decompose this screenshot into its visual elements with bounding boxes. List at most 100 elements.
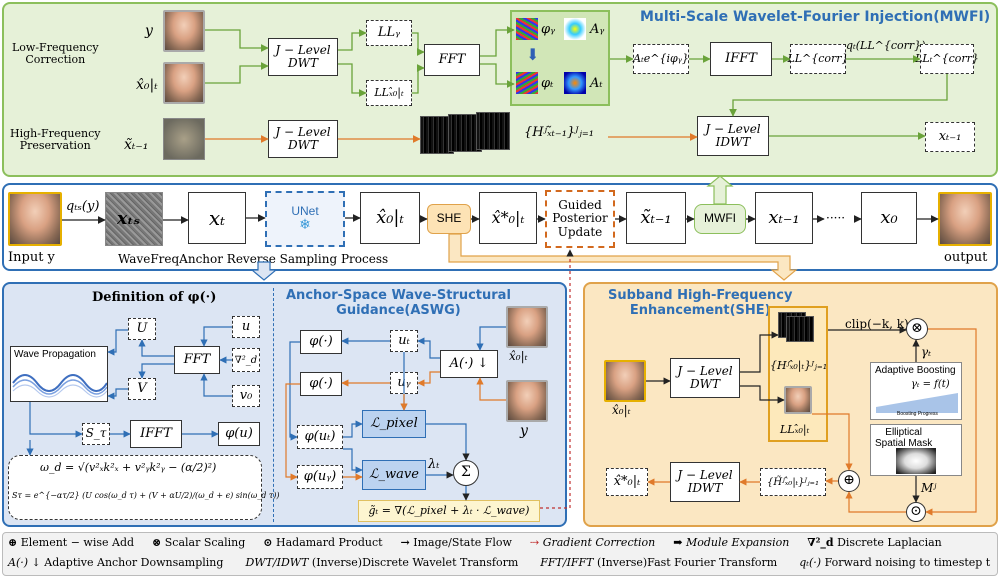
l-wave-box: ℒ_wave (362, 460, 426, 490)
input-label: Input y (8, 250, 55, 265)
boost-axis: Boosting Progress (897, 411, 938, 417)
x-ts-label: xₜₛ (117, 209, 141, 229)
xt1-tilde-box: x̃ₜ₋₁ (626, 192, 686, 244)
aswg-phi-bottom: φ(·) (300, 372, 342, 396)
down-arrow-icon: ⬇ (526, 45, 540, 64)
dwt-box-top: J − Level DWT (268, 38, 338, 76)
process-label: WaveFreqAnchor Reverse Sampling Process (118, 252, 389, 266)
aswg-y-label: y (520, 423, 528, 439)
laplacian-box: ∇²_d (232, 348, 260, 372)
she-subband-2 (786, 316, 814, 342)
anchor-downsample-box: A(·) ↓ (440, 350, 498, 378)
amp-y-image (564, 18, 586, 40)
eq-s-tau: Sτ = e^{−ατ/2} (U cos(ω_d τ) + (V + αU/2… (12, 491, 280, 500)
mwfi-xt1-label: x̃ₜ₋₁ (124, 137, 149, 153)
adaptive-boosting-box: Adaptive Boosting γₜ = f(t) Boosting Pro… (870, 362, 962, 420)
v0-box: v₀ (232, 385, 260, 407)
l-pixel-box: ℒ_pixel (362, 410, 426, 438)
m-j-label: Mʲ (921, 481, 937, 495)
aswg-y-image (506, 380, 548, 422)
ellipsis: ····· (826, 211, 846, 225)
equation-box (8, 455, 262, 520)
mwfi-y-label: y (145, 23, 153, 39)
phi-y-label: φᵧ (541, 22, 555, 37)
input-image (8, 192, 62, 246)
eq-omega: ω_d = √(v²ₓk²ₓ + v²ᵧk²ᵧ − (α/2)²) (40, 461, 217, 474)
legend-panel (2, 532, 998, 576)
legend-item: ∇²_d Discrete Laplacian (807, 536, 942, 549)
legend-item: ⇢ Gradient Correction (529, 536, 656, 549)
aswg-x0t-image (506, 306, 548, 348)
mask-title: Elliptical Spatial Mask (875, 427, 933, 449)
wave-propagation-block: Wave Propagation (10, 346, 108, 402)
high-freq-label: High-Frequency Preservation (10, 127, 101, 153)
she-node: SHE (427, 204, 471, 234)
she-dwt-box: J − Level DWT (670, 358, 740, 398)
phi-u-box: φ(u) (218, 422, 260, 446)
h-set-label: {Hʲₓ̃ₜ₋₁}ᴶⱼ₌₁ (524, 125, 594, 140)
aswg-phi-top: φ(·) (300, 330, 342, 354)
legend-item: ⊕ Element − wise Add (8, 536, 135, 549)
low-freq-label: Low-Frequency Correction (12, 41, 99, 67)
xt1-box: xₜ₋₁ (755, 192, 813, 244)
legend-item: ⊙ Hadamard Product (263, 536, 383, 549)
ll-corr-box: LL^{corr} (787, 44, 849, 74)
unet-block: UNet ❄ (265, 191, 345, 247)
output-image (938, 192, 992, 246)
mwfi-x0t-label: x̂₀|ₜ (136, 77, 158, 93)
lambda-label: λₜ (428, 457, 440, 472)
mwfi-title: Multi-Scale Wavelet-Fourier Injection(MW… (640, 9, 991, 25)
gamma-label: γₜ (921, 345, 932, 359)
ll-y-box: LLᵧ (366, 20, 412, 46)
phase-y-image (516, 18, 538, 40)
dwt-box-high: J − Level DWT (268, 120, 338, 158)
she-ll-label: LLₓ̂₀|ₜ (780, 423, 810, 436)
subband-stack-3 (476, 112, 510, 150)
wave-prop-label: Wave Propagation (14, 349, 96, 360)
phi-def-title: Definition of φ(·) (92, 290, 217, 305)
aswg-divider (273, 288, 274, 522)
q-label: qₜ(LL^{corr}) (846, 39, 926, 52)
output-label: output (944, 250, 988, 265)
x-ts-image (105, 192, 163, 246)
she-output-box: x̂*₀|ₜ (606, 468, 648, 496)
x0-box: x₀ (861, 192, 917, 244)
mask-image (896, 448, 936, 474)
legend-item: DWT/IDWT (Inverse)Discrete Wavelet Trans… (245, 556, 519, 569)
she-ll-image (784, 386, 812, 414)
ifft-box: IFFT (710, 42, 772, 76)
phi-t-label: φₜ (541, 76, 554, 91)
u-box: u (232, 316, 260, 338)
ll-t-corr-box: LLₜ^{corr} (915, 44, 979, 74)
aswg-title: Anchor-Space Wave-Structural Guidance(AS… (286, 288, 511, 318)
h-tilde-box: {H̃ʲₓ̂₀|ₜ}ᴶⱼ₌₁ (760, 468, 826, 496)
phi-fft-box: FFT (174, 346, 220, 374)
legend-item: ➡ Module Expansion (673, 536, 790, 549)
a-t-label: Aₜ (590, 76, 603, 91)
x0t-star-box: x̂*₀|ₜ (479, 192, 537, 244)
legend-item: ⊗ Scalar Scaling (152, 536, 246, 549)
x0t-box: x̂₀|ₜ (360, 192, 420, 244)
clip-label: clip(−k, k) (845, 317, 909, 331)
phi-ifft-box: IFFT (130, 420, 182, 448)
mwfi-output-box: xₜ₋₁ (925, 122, 975, 152)
guided-posterior-update[interactable]: Guided Posterior Update (545, 190, 615, 248)
mwfi-xt1-image (163, 118, 205, 160)
she-title: Subband High-Frequency Enhancement(SHE) (608, 288, 793, 318)
legend-row-1: ⊕ Element − wise Add ⊗ Scalar Scaling ⊙ … (8, 536, 994, 554)
legend-item: FFT/IFFT (Inverse)Fast Fourier Transform (540, 556, 778, 569)
gradient-eq-box: g̃ₜ = ∇(ℒ_pixel + λₜ · ℒ_wave) (358, 500, 540, 522)
legend-item: → Image/State Flow (400, 536, 512, 549)
unet-label: UNet (291, 203, 319, 218)
q-ts-label: qₜₛ(y) (66, 199, 100, 214)
phi-ut-box: φ(uₜ) (297, 425, 343, 449)
boost-title: Adaptive Boosting (875, 365, 956, 376)
boost-eq: γₜ = f(t) (911, 379, 950, 390)
legend-item: qₜ(·) Forward noising to timestep t (799, 556, 991, 569)
she-idwt-box: J − Level IDWT (670, 462, 740, 502)
wave-icon (12, 374, 107, 398)
boost-curve (876, 393, 958, 413)
she-x0t-label: x̂₀|ₜ (612, 403, 631, 417)
x-t-box: xₜ (188, 192, 246, 244)
